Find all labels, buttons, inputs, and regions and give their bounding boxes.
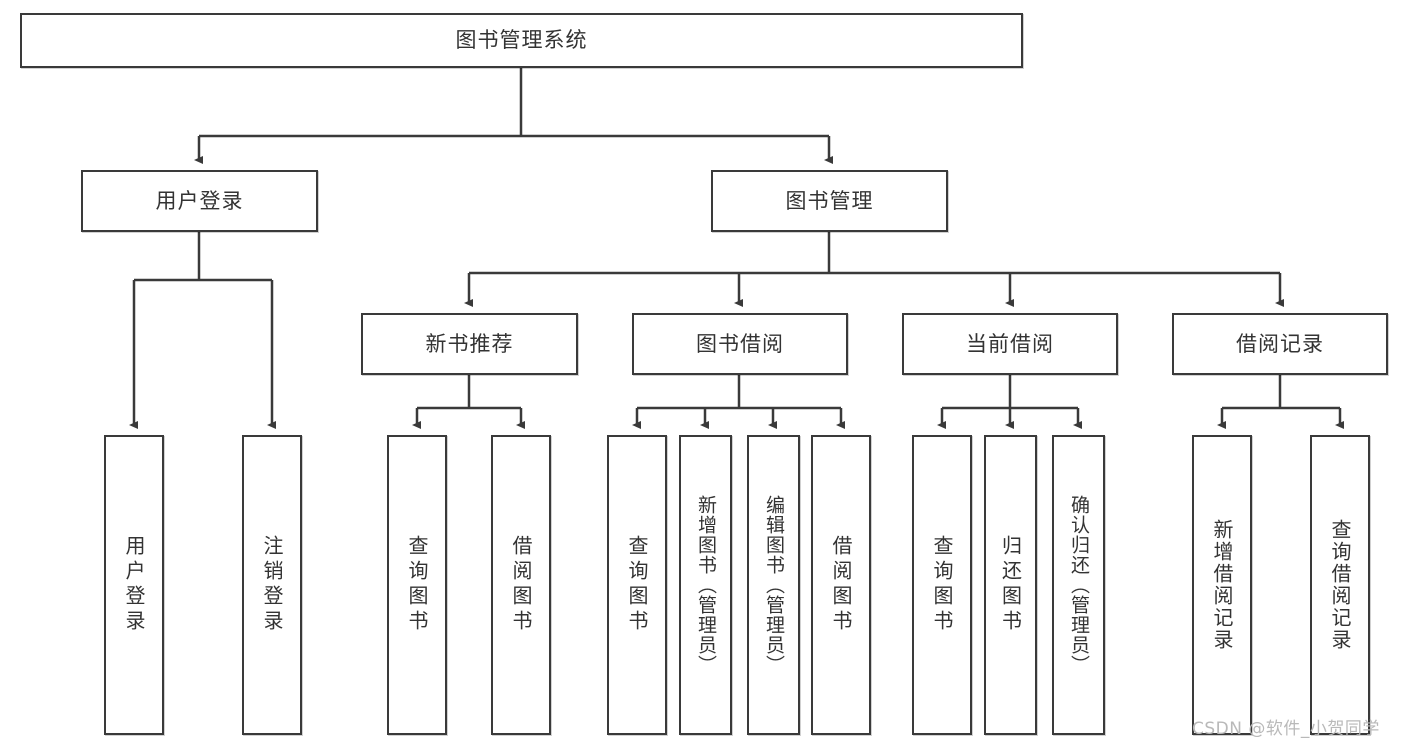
node-leaf-edit-book-label: 编辑图书（管理员）	[763, 495, 785, 675]
node-leaf-borrow-book-1-label: 借阅图书	[509, 535, 533, 635]
node-book-manage-label: 图书管理	[785, 188, 874, 213]
node-current-borrow[interactable]: 当前借阅	[902, 313, 1118, 375]
node-user-login[interactable]: 用户登录	[81, 170, 318, 232]
node-current-borrow-label: 当前借阅	[966, 331, 1054, 356]
node-leaf-add-book[interactable]: 新增图书（管理员）	[679, 435, 732, 735]
node-leaf-logout-login[interactable]: 注销登录	[242, 435, 302, 735]
node-leaf-add-borrow-record-label: 新增借阅记录	[1210, 519, 1234, 651]
node-borrow-record[interactable]: 借阅记录	[1172, 313, 1388, 375]
node-leaf-query-book-3[interactable]: 查询图书	[912, 435, 972, 735]
node-leaf-user-login-label: 用户登录	[122, 535, 146, 635]
node-leaf-query-book-2[interactable]: 查询图书	[607, 435, 667, 735]
node-leaf-user-login[interactable]: 用户登录	[104, 435, 164, 735]
node-user-login-label: 用户登录	[155, 188, 244, 213]
node-new-book-recommend-label: 新书推荐	[425, 331, 514, 356]
node-root-label: 图书管理系统	[455, 28, 588, 53]
node-leaf-query-book-2-label: 查询图书	[625, 535, 649, 635]
node-leaf-borrow-book-1[interactable]: 借阅图书	[491, 435, 551, 735]
node-leaf-confirm-return-label: 确认归还（管理员）	[1068, 495, 1090, 675]
node-leaf-query-book-1-label: 查询图书	[405, 535, 429, 635]
node-book-borrow[interactable]: 图书借阅	[632, 313, 848, 375]
node-book-borrow-label: 图书借阅	[696, 331, 784, 356]
csdn-watermark: CSDN @软件_小贺同学	[1192, 719, 1380, 739]
node-root[interactable]: 图书管理系统	[20, 13, 1023, 68]
node-leaf-confirm-return[interactable]: 确认归还（管理员）	[1052, 435, 1105, 735]
node-leaf-borrow-book-2-label: 借阅图书	[829, 535, 853, 635]
node-book-manage[interactable]: 图书管理	[711, 170, 948, 232]
node-leaf-edit-book[interactable]: 编辑图书（管理员）	[747, 435, 800, 735]
node-leaf-borrow-book-2[interactable]: 借阅图书	[811, 435, 871, 735]
node-leaf-add-borrow-record[interactable]: 新增借阅记录	[1192, 435, 1252, 735]
node-borrow-record-label: 借阅记录	[1236, 331, 1324, 356]
node-leaf-return-book-label: 归还图书	[998, 535, 1023, 635]
node-new-book-recommend[interactable]: 新书推荐	[361, 313, 578, 375]
node-leaf-logout-login-label: 注销登录	[260, 535, 284, 635]
node-leaf-return-book[interactable]: 归还图书	[984, 435, 1037, 735]
node-leaf-query-borrow-record-label: 查询借阅记录	[1328, 519, 1352, 651]
node-leaf-query-book-3-label: 查询图书	[930, 535, 954, 635]
node-leaf-query-borrow-record[interactable]: 查询借阅记录	[1310, 435, 1370, 735]
node-leaf-query-book-1[interactable]: 查询图书	[387, 435, 447, 735]
node-leaf-add-book-label: 新增图书（管理员）	[695, 495, 717, 675]
